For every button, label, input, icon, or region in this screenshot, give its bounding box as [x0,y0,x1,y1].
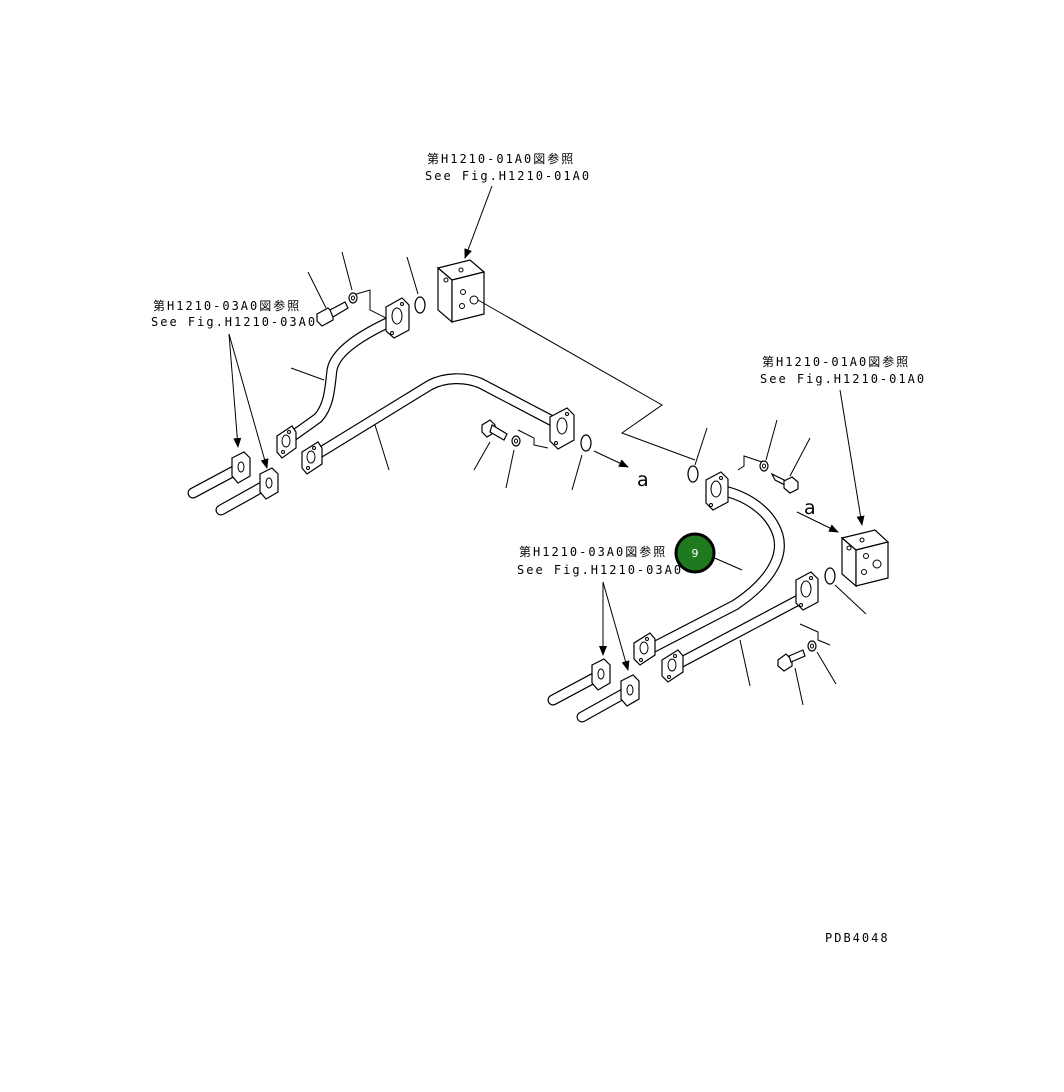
callout-badge[interactable]: 9 [674,532,716,574]
bolt-right-upper [770,472,799,494]
ref-bottom-jp: 第H1210-03A0図参照 [519,544,667,559]
washer-left-upper [348,292,358,304]
callout-circle[interactable] [674,532,716,574]
part-leaders-left [290,251,583,491]
flange-right-top [705,471,729,511]
flange-right-mid [795,571,819,611]
washer-right-upper [687,465,699,483]
hose-right-a [547,658,611,706]
ref-left-jp: 第H1210-03A0図参照 [153,298,301,313]
o-ring-left-upper [414,296,426,314]
flange-upper-end [385,297,410,339]
flange-left-a [276,425,297,459]
flange-right-a [633,632,656,666]
o-ring-left-lower [580,434,592,452]
part-leaders-right [694,419,867,706]
ref-top-en: See Fig.H1210-01A0 [425,169,591,183]
ref-top-jp: 第H1210-01A0図参照 [427,151,575,166]
pipe-lower-right [670,590,812,671]
drawing-number: PDB4048 [825,931,890,945]
washer-right-small [759,460,769,472]
hose-left-a [187,451,251,499]
ref-right-jp: 第H1210-01A0図参照 [762,354,910,369]
connector-label-right: a [804,497,816,519]
washer-left-lower [511,435,521,447]
callout-label: 9 [692,547,699,560]
hose-right-b [576,674,640,723]
connector-label-left: a [637,469,649,491]
washer-right-lower [807,640,817,652]
pipe-upper-left [284,312,404,444]
o-ring-right [824,567,836,585]
ref-bottom-en: See Fig.H1210-03A0 [517,563,683,577]
pipe-lower-left [310,373,566,461]
hose-left-b [215,467,279,516]
reference-leaders [228,185,865,671]
flange-lower-end [549,407,575,450]
connector-arrows [593,450,839,533]
flange-left-b [301,441,323,475]
bolt-left-upper [316,301,349,327]
valve-block-right [840,529,890,588]
ref-right-en: See Fig.H1210-01A0 [760,372,926,386]
bolt-right-lower [777,649,806,672]
continuation-lines [352,289,831,646]
bolt-left-lower [481,419,508,441]
valve-block-top [436,259,486,324]
pipe-upper-right [642,484,785,656]
flange-right-b [661,649,684,683]
ref-left-en: See Fig.H1210-03A0 [151,315,317,329]
